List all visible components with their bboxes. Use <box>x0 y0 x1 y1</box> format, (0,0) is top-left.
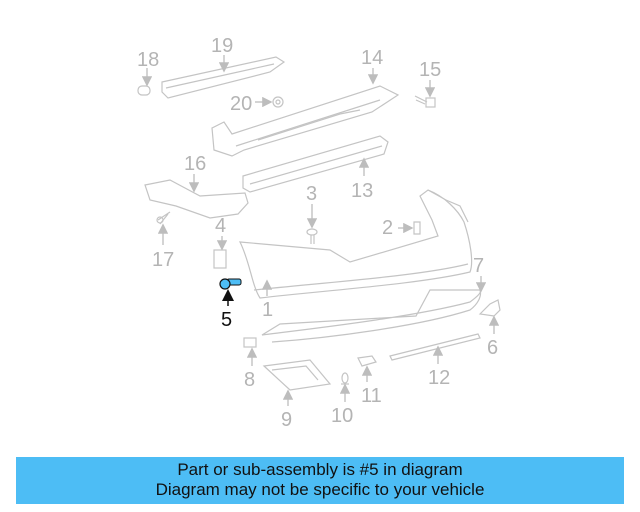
callout-4[interactable]: 4 <box>215 215 227 237</box>
callout-12[interactable]: 12 <box>428 367 451 389</box>
part-7-lower-valance-icon <box>261 289 482 343</box>
callout-6[interactable]: 6 <box>487 337 499 359</box>
callout-7[interactable]: 7 <box>473 255 485 277</box>
part-17-screw-icon <box>156 211 171 225</box>
callout-11[interactable]: 11 <box>361 385 382 407</box>
callout-13[interactable]: 13 <box>351 180 374 202</box>
part-4-clip-icon <box>213 249 227 269</box>
callout-20[interactable]: 20 <box>230 93 253 115</box>
part-3-pin-icon <box>306 228 318 244</box>
info-banner: Part or sub-assembly is #5 in diagram Di… <box>16 457 624 504</box>
callout-1[interactable]: 1 <box>262 299 274 321</box>
part-6-bracket-icon <box>478 299 501 317</box>
part-19-rail-icon <box>161 56 286 99</box>
banner-line-part: Part or sub-assembly is #5 in diagram <box>177 460 463 479</box>
part-15-bolt-icon <box>414 95 436 108</box>
callout-3[interactable]: 3 <box>306 183 318 205</box>
diagram-drawing <box>137 55 501 406</box>
banner-line-disclaimer: Diagram may not be specific to your vehi… <box>155 480 485 499</box>
part-11-clip-icon <box>357 355 377 367</box>
callout-15[interactable]: 15 <box>419 59 442 81</box>
part-12-strip-icon <box>389 333 481 361</box>
part-13-absorber-icon <box>242 135 389 193</box>
part-18-cap-icon <box>137 85 151 96</box>
part-10-pin-icon <box>341 372 349 385</box>
callout-14[interactable]: 14 <box>361 47 384 69</box>
callout-2[interactable]: 2 <box>382 217 394 239</box>
callout-9[interactable]: 9 <box>281 409 293 431</box>
callout-10[interactable]: 10 <box>331 405 354 427</box>
part-1-bumper-cover-icon <box>238 189 473 299</box>
part-20-nut-icon <box>272 96 284 108</box>
part-9-plate-icon <box>262 359 332 391</box>
part-16-bracket-icon <box>144 179 249 219</box>
callout-18[interactable]: 18 <box>137 49 160 71</box>
callout-19[interactable]: 19 <box>211 35 234 57</box>
callout-8[interactable]: 8 <box>244 369 256 391</box>
callout-17[interactable]: 17 <box>152 249 175 271</box>
part-14-reinforcement-icon <box>211 85 400 157</box>
callout-5[interactable]: 5 <box>221 309 233 331</box>
part-8-clip-icon <box>243 337 257 348</box>
part-2-pin-icon <box>413 221 421 235</box>
part-5-bolt-highlighted-icon <box>219 278 242 306</box>
callout-16[interactable]: 16 <box>184 153 207 175</box>
